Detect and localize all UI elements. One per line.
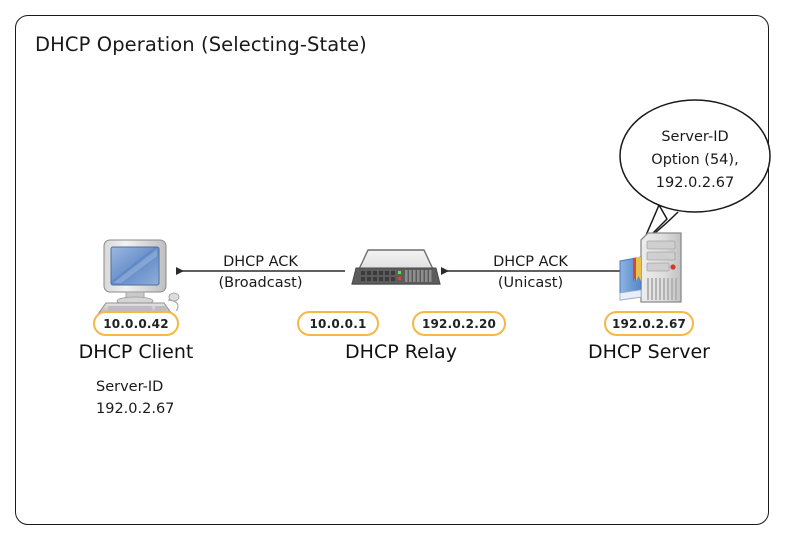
edge-label-broadcast-bottom: (Broadcast) xyxy=(218,275,303,291)
client-note-line-2: 192.0.2.67 xyxy=(96,401,175,417)
client-note-line-1: Server-ID xyxy=(96,379,164,395)
callout-line-2: Option (54), xyxy=(651,152,739,168)
edge-label-unicast: DHCP ACK (Unicast) xyxy=(468,252,593,294)
server-address-pill: 192.0.2.67 xyxy=(604,311,694,336)
network-switch-icon xyxy=(351,249,441,285)
desktop-computer-icon xyxy=(97,239,180,315)
page-title: DHCP Operation (Selecting-State) xyxy=(35,33,367,56)
callout-text: Server-ID Option (54), 192.0.2.67 xyxy=(620,126,770,195)
edge-label-unicast-top: DHCP ACK xyxy=(493,254,568,270)
relay-wan-address-pill: 192.0.2.20 xyxy=(412,311,506,336)
callout-bubble xyxy=(619,99,771,244)
node-label-dhcp-client: DHCP Client xyxy=(78,341,194,363)
callout-line-1: Server-ID xyxy=(661,129,729,145)
relay-lan-address-pill: 10.0.0.1 xyxy=(297,311,379,336)
edge-label-broadcast-top: DHCP ACK xyxy=(223,254,298,270)
server-tower-icon xyxy=(619,232,682,303)
callout-line-3: 192.0.2.67 xyxy=(655,175,735,191)
node-label-dhcp-relay: DHCP Relay xyxy=(345,341,457,363)
node-label-dhcp-server: DHCP Server xyxy=(588,341,710,363)
edge-label-unicast-bottom: (Unicast) xyxy=(497,275,564,291)
client-address-pill: 10.0.0.42 xyxy=(93,311,179,336)
edge-label-broadcast: DHCP ACK (Broadcast) xyxy=(198,252,323,294)
client-server-id-note: Server-ID 192.0.2.67 xyxy=(96,376,174,420)
diagram-frame xyxy=(15,15,769,525)
